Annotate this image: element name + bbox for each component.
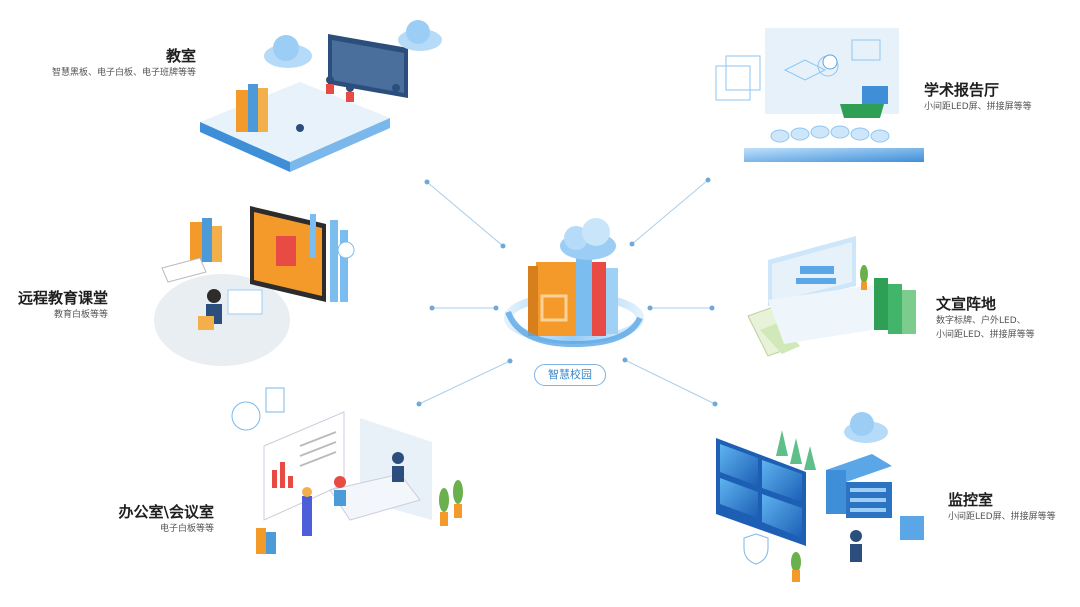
node-remote-class: 远程教育课堂 教育白板等等 [10,288,108,322]
office-illustration [231,387,463,554]
node-desc: 数字标牌、户外LED、 [936,316,1026,326]
node-desc: 电子白板等等 [159,524,214,534]
cloud-icon [264,20,442,68]
node-title: 学术报告厅 [924,81,1000,99]
node-monitor: 监控室 小间距LED屏、拼接屏等等 [948,490,1076,524]
cube-wireframe-icon [715,55,761,101]
node-office: 办公室\会议室 电子白板等等 [100,502,214,536]
classroom-illustration [200,20,442,172]
plant-icon [860,265,868,290]
node-culture: 文宣阵地 数字标牌、户外LED、 小间距LED、拼接屏等等 [936,294,1076,342]
culture-illustration [747,236,916,357]
connector-office [418,360,511,405]
cloud-icon [560,218,616,260]
node-desc: 小间距LED、拼接屏等等 [936,330,1035,340]
node-desc: 智慧黑板、电子白板、电子班牌等等 [51,68,196,78]
sign-text-graphic [796,266,836,284]
connector-lines [418,179,716,405]
tree-icon [776,430,816,470]
plant-icon [791,552,801,582]
center-books-illustration [504,218,644,348]
node-title: 文宣阵地 [936,295,997,313]
node-title: 监控室 [948,491,994,509]
certificate-icon [265,387,285,413]
node-desc: 教育白板等等 [53,310,108,320]
node-desc: 小间距LED屏、拼接屏等等 [948,512,1056,522]
lightbulb-icon [822,54,838,70]
node-desc: 小间距LED屏、拼接屏等等 [924,102,1032,112]
connector-lecture-hall [631,179,709,245]
node-title: 远程教育课堂 [17,289,108,307]
cloud-icon [844,412,888,443]
center-label: 智慧校园 [534,364,606,386]
node-lecture-hall: 学术报告厅 小间距LED屏、拼接屏等等 [924,80,1074,114]
shield-icon [743,533,769,565]
node-title: 教室 [165,47,196,65]
plant-icon [439,480,463,526]
node-title: 办公室\会议室 [118,503,214,521]
clock-icon [337,241,355,259]
globe-icon [231,401,261,431]
lecture-hall-illustration [715,28,924,162]
monitor-room-illustration [716,412,924,582]
remote-class-illustration [154,206,355,366]
connector-dots [416,177,718,407]
node-classroom: 教室 智慧黑板、电子白板、电子班牌等等 [30,46,196,80]
connector-monitor [624,359,716,405]
connector-classroom [426,181,504,247]
